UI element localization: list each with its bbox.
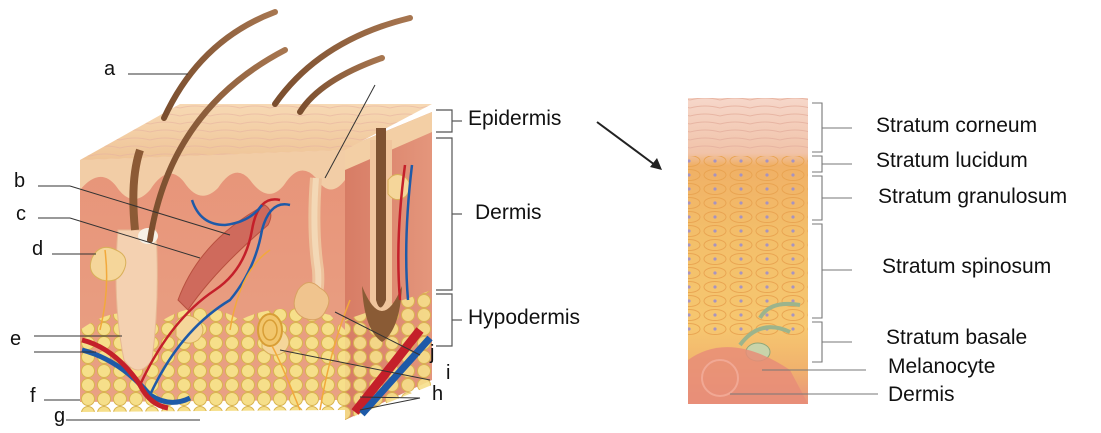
pacinian-corpuscle	[258, 314, 282, 346]
label-b: b	[14, 170, 25, 193]
label-d: d	[32, 238, 43, 261]
sebaceous-gland	[90, 247, 125, 281]
label-hypodermis: Hypodermis	[468, 306, 580, 330]
label-melanocyte: Melanocyte	[888, 355, 995, 379]
label-h: h	[432, 383, 443, 406]
label-i: i	[446, 362, 450, 385]
label-stratum-lucidum: Stratum lucidum	[876, 149, 1028, 173]
label-stratum-corneum: Stratum corneum	[876, 114, 1037, 138]
hair-follicle-left	[116, 230, 157, 370]
label-stratum-spinosum: Stratum spinosum	[882, 255, 1051, 279]
zoom-arrow	[597, 122, 662, 170]
label-epidermis: Epidermis	[468, 107, 561, 131]
label-stratum-basale: Stratum basale	[886, 326, 1027, 350]
label-panel-dermis: Dermis	[888, 383, 955, 407]
label-c: c	[16, 203, 26, 226]
epidermis-panel	[688, 98, 808, 404]
label-f: f	[30, 385, 36, 408]
label-j: j	[430, 342, 434, 365]
label-a: a	[104, 58, 115, 81]
layer-brackets	[436, 110, 462, 346]
label-stratum-granulosum: Stratum granulosum	[878, 185, 1067, 209]
label-dermis: Dermis	[475, 201, 542, 225]
label-g: g	[54, 405, 65, 428]
skin-block	[80, 12, 432, 420]
label-e: e	[10, 328, 21, 351]
